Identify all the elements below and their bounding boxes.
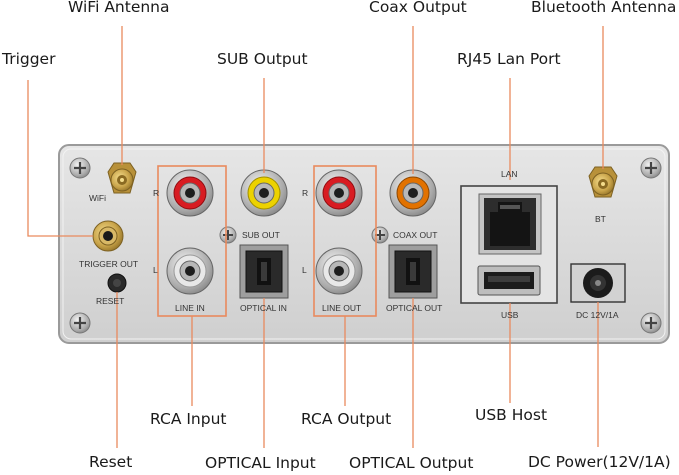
rca-line-out-left — [315, 247, 363, 295]
panel-label-wifi: WiFi — [89, 193, 106, 203]
screw-icon — [219, 226, 237, 244]
panel-label-l-out: L — [302, 265, 307, 275]
rca-line-in-left — [166, 247, 214, 295]
callout-sub-output: SUB Output — [217, 50, 308, 68]
callout-coax-output: Coax Output — [369, 0, 467, 16]
panel-label-line-in: LINE IN — [175, 303, 205, 313]
callout-trigger: Trigger — [2, 50, 56, 68]
rca-line-in-right — [166, 169, 214, 217]
panel-label-dc: DC 12V/1A — [576, 310, 619, 320]
callout-reset: Reset — [89, 453, 133, 471]
rca-line-out-right — [315, 169, 363, 217]
panel-label-optical-out: OPTICAL OUT — [386, 303, 442, 313]
rca-sub-out — [240, 169, 288, 217]
usb-host-port — [477, 265, 541, 296]
callout-dc-power: DC Power(12V/1A) — [528, 453, 671, 471]
leader-lines — [27, 26, 604, 448]
panel-label-usb: USB — [501, 310, 519, 320]
panel-label-l-in: L — [153, 265, 158, 275]
screw-icon — [69, 312, 91, 334]
panel-label-optical-in: OPTICAL IN — [240, 303, 287, 313]
trigger-out-jack — [92, 220, 124, 252]
callout-rca-input: RCA Input — [150, 410, 227, 428]
rca-coax-out — [389, 169, 437, 217]
panel-label-line-out: LINE OUT — [322, 303, 361, 313]
callout-wifi-antenna: WiFi Antenna — [68, 0, 170, 16]
rj45-lan-port — [478, 193, 542, 255]
panel-label-coax-out: COAX OUT — [393, 230, 437, 240]
screw-icon — [640, 312, 662, 334]
dc-power-jack — [570, 263, 626, 303]
reset-button — [107, 273, 127, 293]
optical-in-port — [239, 244, 289, 299]
screw-icon — [640, 157, 662, 179]
panel-label-lan: LAN — [501, 169, 518, 179]
callout-rj45-lan-port: RJ45 Lan Port — [457, 50, 561, 68]
panel-label-reset: RESET — [96, 296, 124, 306]
callout-rca-output: RCA Output — [301, 410, 392, 428]
screw-icon — [371, 226, 389, 244]
panel-label-trigger-out: TRIGGER OUT — [79, 259, 138, 269]
callout-usb-host: USB Host — [475, 406, 548, 424]
leader-trigger — [27, 80, 93, 237]
callout-optical-input: OPTICAL Input — [205, 454, 316, 472]
callout-bluetooth-antenna: Bluetooth Antenna — [531, 0, 677, 16]
panel-label-r-in: R — [153, 188, 159, 198]
wifi-antenna-connector — [107, 162, 137, 194]
panel-label-bt: BT — [595, 214, 606, 224]
panel-label-r-out: R — [302, 188, 308, 198]
screw-icon — [69, 157, 91, 179]
panel-label-sub-out: SUB OUT — [242, 230, 280, 240]
callout-optical-output: OPTICAL Output — [349, 454, 474, 472]
device-panel-inner-edge — [62, 148, 666, 340]
optical-out-port — [388, 244, 438, 299]
bluetooth-antenna-connector — [588, 166, 618, 198]
